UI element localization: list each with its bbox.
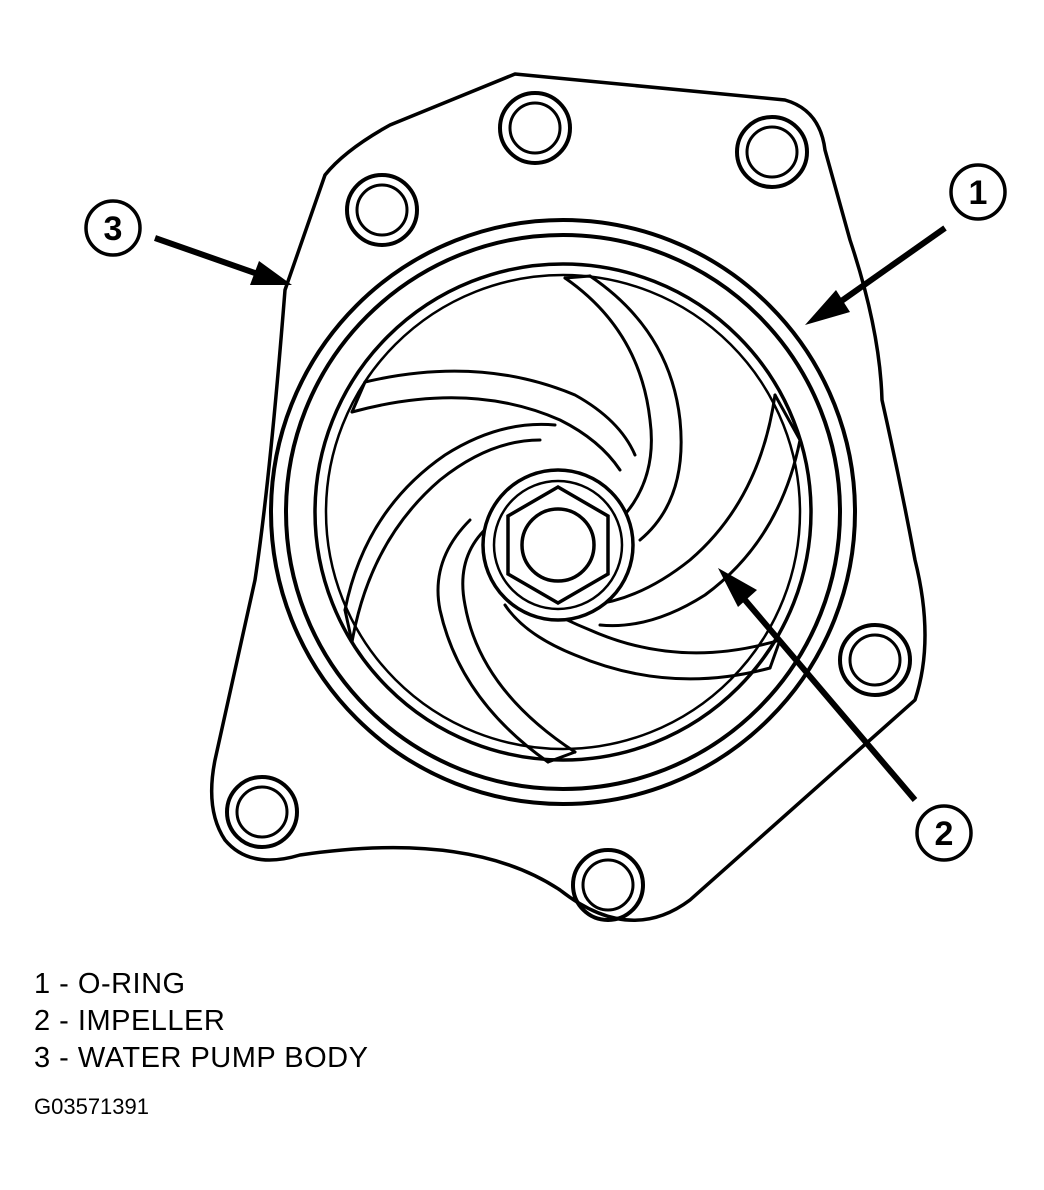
shaft	[520, 507, 596, 583]
svg-text:3: 3	[104, 210, 123, 248]
legend-item-water-pump-body: 3 - WATER PUMP BODY	[34, 1042, 369, 1074]
impeller-rim	[324, 273, 802, 751]
housing-bore	[313, 262, 813, 762]
o-ring-inner	[284, 233, 842, 791]
arrow-1	[805, 225, 947, 325]
legend-item-impeller: 2 - IMPELLER	[34, 1005, 226, 1037]
bolt-hole	[838, 623, 912, 697]
impeller-hub-inner	[492, 479, 624, 611]
arrow-2	[718, 568, 918, 802]
bolt-hole	[735, 115, 809, 189]
bolt-hole	[345, 173, 419, 247]
o-ring-outer	[269, 218, 857, 806]
arrow-3	[154, 235, 292, 285]
legend: 1 - O-RING 2 - IMPELLER 3 - WATER PUMP B…	[34, 966, 368, 1077]
callout-3: 3	[84, 199, 142, 257]
callout-1: 1	[949, 163, 1007, 221]
water-pump-diagram: 1 2 3	[84, 72, 1007, 922]
bolt-hole	[571, 848, 645, 922]
legend-item-o-ring: 1 - O-RING	[34, 968, 186, 1000]
pump-body-outline	[209, 72, 927, 922]
svg-text:2: 2	[935, 815, 954, 853]
figure-id: G03571391	[34, 1094, 149, 1119]
callout-2: 2	[915, 804, 973, 862]
bolt-hole	[498, 91, 572, 165]
bolt-hole	[225, 775, 299, 849]
svg-text:1: 1	[969, 174, 988, 212]
impeller	[343, 274, 802, 764]
